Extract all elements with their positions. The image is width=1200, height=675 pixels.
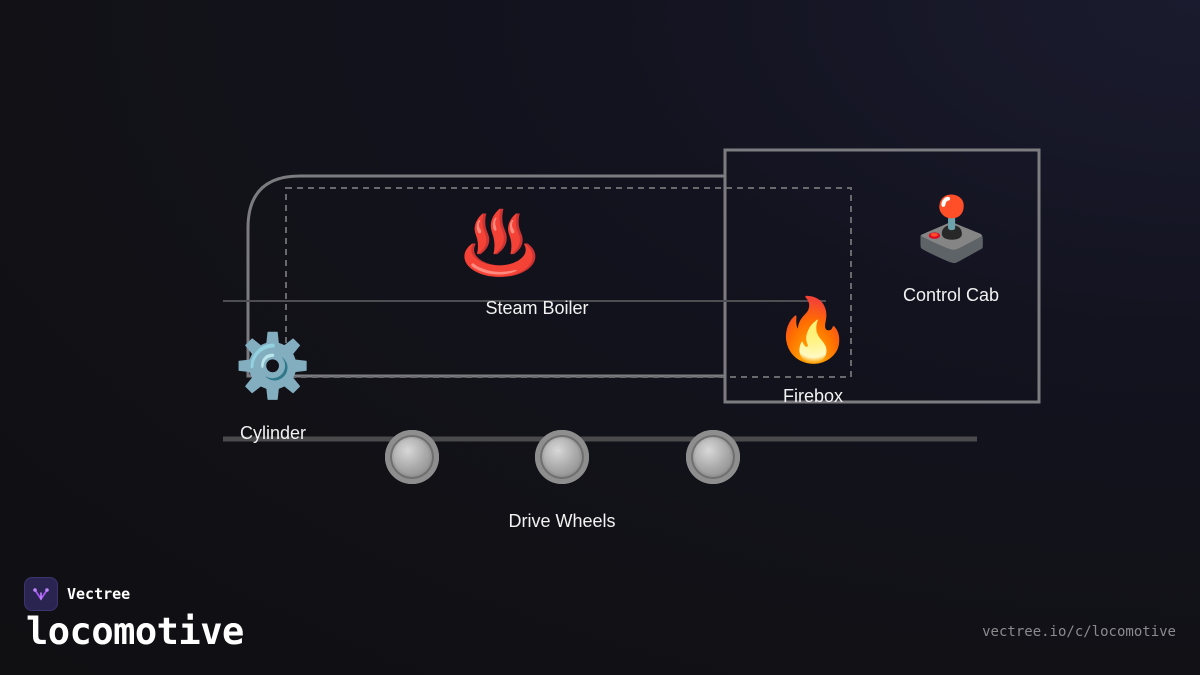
brand-name: Vectree — [67, 585, 131, 603]
brand: Vectree — [24, 577, 130, 611]
control-cab-label: Control Cab — [902, 285, 1000, 305]
cylinder-label: Cylinder — [239, 423, 307, 443]
hot-springs-icon: ♨️ — [461, 209, 539, 278]
boiler-outline — [246, 174, 725, 378]
wheel-icon — [686, 430, 740, 484]
drive-wheels-label: Drive Wheels — [508, 511, 616, 531]
joystick-icon: 🕹️ — [913, 195, 991, 264]
cab-outline — [723, 148, 1041, 404]
source-url[interactable]: vectree.io/c/locomotive — [982, 624, 1176, 640]
page-title: locomotive — [26, 610, 244, 653]
brand-logo-icon — [24, 577, 58, 611]
fire-icon: 🔥 — [774, 296, 852, 365]
steam-boiler-label: Steam Boiler — [485, 298, 589, 318]
wheel-icon — [385, 430, 439, 484]
boiler-dashed-group — [285, 187, 852, 378]
gear-icon: ⚙️ — [234, 332, 312, 401]
firebox-label: Firebox — [782, 386, 844, 406]
wheel-icon — [535, 430, 589, 484]
